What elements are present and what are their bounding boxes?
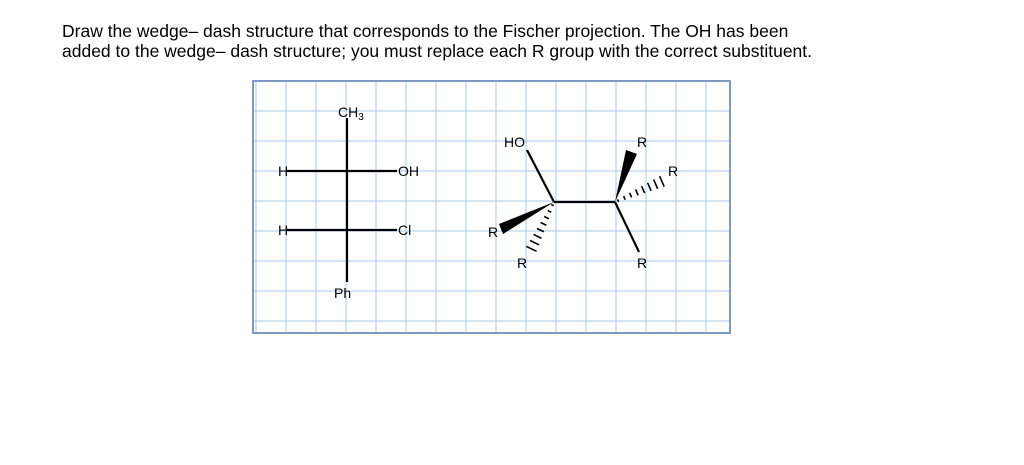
wd-c1-wedge-bond bbox=[499, 202, 554, 234]
hash-mark bbox=[646, 182, 652, 192]
wd-c1-ho-bond bbox=[526, 149, 555, 203]
fischer-top-label: CH3 bbox=[338, 104, 364, 123]
fischer-bottom-label: Ph bbox=[334, 285, 351, 301]
canvas-background bbox=[252, 80, 731, 334]
wd-c2-dash-r-label[interactable]: R bbox=[668, 163, 678, 179]
hash-mark bbox=[536, 227, 545, 233]
wd-c2-lower-bond bbox=[614, 201, 640, 253]
hash-mark bbox=[533, 233, 542, 240]
wd-c2-dash-bond bbox=[616, 175, 665, 203]
grid-lines bbox=[252, 80, 731, 334]
hash-mark bbox=[634, 189, 639, 196]
fischer-right-upper-label: OH bbox=[398, 163, 419, 179]
fischer-projection: CH3 H OH H Cl Ph bbox=[278, 104, 419, 301]
canvas-border bbox=[252, 80, 731, 334]
hash-mark bbox=[526, 245, 537, 253]
drawing-svg[interactable]: CH3 H OH H Cl Ph HO R R R bbox=[252, 80, 731, 334]
hash-mark bbox=[547, 209, 552, 213]
hash-mark bbox=[652, 179, 659, 190]
wd-ho-label: HO bbox=[504, 134, 525, 150]
hash-mark bbox=[540, 221, 547, 226]
fischer-left-upper-label: H bbox=[278, 163, 288, 179]
instructions-text: Draw the wedge– dash structure that corr… bbox=[62, 21, 1002, 61]
drawing-canvas[interactable]: CH3 H OH H Cl Ph HO R R R bbox=[252, 80, 731, 334]
hash-mark bbox=[640, 185, 646, 194]
wd-c1-wedge-r-label[interactable]: R bbox=[488, 224, 498, 240]
hash-mark bbox=[628, 192, 633, 198]
hash-mark bbox=[622, 195, 626, 200]
fischer-left-lower-label: H bbox=[278, 222, 288, 238]
wd-c2-wedge-bond bbox=[615, 150, 637, 202]
wd-c2-wedge-r-label[interactable]: R bbox=[637, 134, 647, 150]
wd-c2-lower-r-label[interactable]: R bbox=[637, 255, 647, 271]
hash-mark bbox=[543, 215, 550, 220]
hash-mark bbox=[616, 199, 620, 203]
hash-mark bbox=[550, 203, 555, 207]
hash-mark bbox=[529, 239, 540, 246]
wedge-dash-structure: HO R R R R R bbox=[488, 134, 678, 271]
instructions-line-1: Draw the wedge– dash structure that corr… bbox=[62, 21, 789, 41]
wd-c1-dash-bond bbox=[526, 203, 555, 253]
instructions-line-2: added to the wedge– dash structure; you … bbox=[62, 41, 813, 61]
fischer-right-lower-label: Cl bbox=[398, 222, 411, 238]
hash-mark bbox=[658, 175, 665, 187]
wd-c1-dash-r-label[interactable]: R bbox=[517, 255, 527, 271]
